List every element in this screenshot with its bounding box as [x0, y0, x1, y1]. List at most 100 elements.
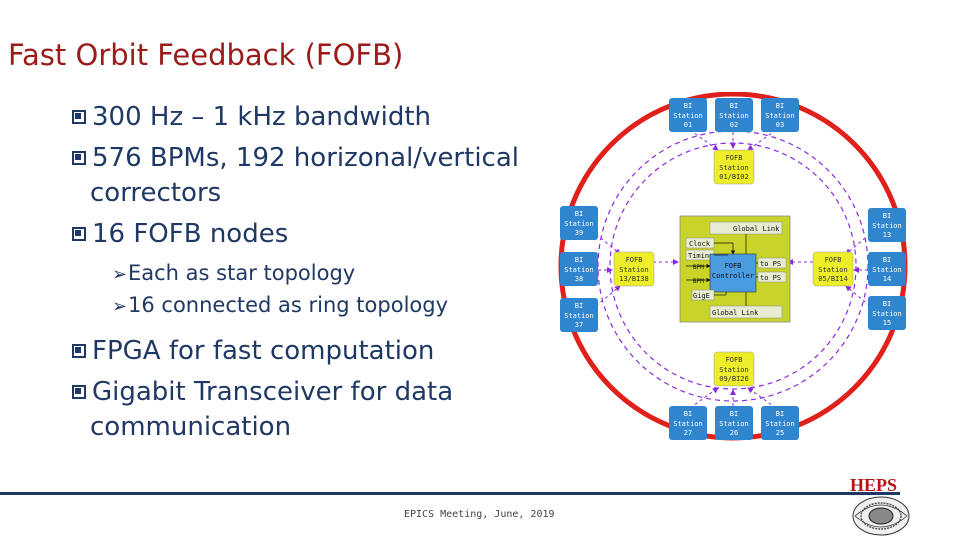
svg-text:02: 02 [730, 121, 738, 129]
arrow-bullet-icon: ➢ [112, 296, 128, 317]
bullet-text-continued: communication [90, 412, 292, 442]
svg-text:BI: BI [575, 210, 583, 218]
svg-text:BI: BI [730, 410, 738, 418]
svg-text:FOFB: FOFB [626, 256, 643, 264]
fofb-station-top: FOFB Station 01/BI02 [713, 149, 755, 185]
controller-label-1: FOFB [725, 262, 742, 270]
sub-bullet-text: 16 connected as ring topology [128, 293, 449, 317]
fofb-station-left: FOFB Station 13/BI38 [613, 251, 655, 287]
square-bullet-icon [72, 151, 86, 165]
svg-text:Station: Station [673, 420, 703, 428]
bi-station-01: BI Station 01 [669, 98, 707, 132]
sub-bullet-star: ➢Each as star topology [112, 258, 552, 290]
bullet-transceiver: Gigabit Transceiver for data communicati… [72, 375, 552, 445]
svg-text:Station: Station [564, 312, 594, 320]
square-bullet-icon [72, 344, 86, 358]
svg-text:FOFB: FOFB [825, 256, 842, 264]
bi-station-39: BI Station 39 [560, 206, 598, 240]
svg-text:27: 27 [684, 429, 692, 437]
bullet-text: 16 FOFB nodes [92, 219, 289, 249]
sub-bullet-text: Each as star topology [128, 261, 356, 285]
svg-text:BI: BI [883, 212, 891, 220]
bullet-bandwidth: 300 Hz – 1 kHz bandwidth [72, 100, 552, 135]
bullet-fpga: FPGA for fast computation [72, 334, 552, 369]
svg-text:BI: BI [684, 410, 692, 418]
gige-label: GigE [693, 292, 710, 300]
svg-text:25: 25 [776, 429, 784, 437]
global-link-top: Global Link [733, 225, 780, 233]
fofb-station-bottom: FOFB Station 09/BI26 [713, 351, 755, 387]
to-ps-label-1: to PS [760, 260, 781, 268]
svg-text:15: 15 [883, 319, 891, 327]
svg-text:Station: Station [872, 266, 902, 274]
to-ps-label-2: to PS [760, 274, 781, 282]
svg-text:Station: Station [765, 112, 795, 120]
svg-text:37: 37 [575, 321, 583, 329]
svg-text:Station: Station [673, 112, 703, 120]
fofb-ring-diagram: BI Station 01 BI Station 02 BI Station 0… [558, 92, 908, 441]
svg-text:Station: Station [619, 266, 649, 274]
bi-station-15: BI Station 15 [868, 296, 906, 330]
square-bullet-icon [72, 385, 86, 399]
footer-rule [0, 492, 900, 495]
bullet-list: 300 Hz – 1 kHz bandwidth 576 BPMs, 192 h… [72, 100, 552, 451]
clock-label: Clock [689, 240, 711, 248]
svg-text:01/BI02: 01/BI02 [719, 173, 749, 181]
svg-text:BI: BI [776, 102, 784, 110]
svg-text:Station: Station [872, 310, 902, 318]
svg-text:Station: Station [564, 220, 594, 228]
bullet-text-continued: correctors [90, 178, 222, 208]
svg-text:Station: Station [719, 420, 749, 428]
bi-station-38: BI Station 38 [560, 252, 598, 286]
svg-text:13/BI38: 13/BI38 [619, 275, 649, 283]
slide-title: Fast Orbit Feedback (FOFB) [8, 38, 404, 72]
fofb-station-right: FOFB Station 05/BI14 [812, 251, 854, 287]
sub-bullet-list: ➢Each as star topology ➢16 connected as … [112, 258, 552, 322]
svg-text:BI: BI [575, 256, 583, 264]
svg-text:Station: Station [872, 222, 902, 230]
svg-text:BI: BI [776, 410, 784, 418]
bullet-text: FPGA for fast computation [92, 336, 435, 366]
center-fofb-node: Global Link Clock Timing BPM BPM FOFB Co… [679, 215, 791, 323]
bi-station-25: BI Station 25 [761, 406, 799, 440]
svg-text:03: 03 [776, 121, 784, 129]
svg-text:13: 13 [883, 231, 891, 239]
svg-text:01: 01 [684, 121, 692, 129]
svg-text:BI: BI [575, 302, 583, 310]
heps-logo-icon [852, 496, 910, 536]
bullet-nodes: 16 FOFB nodes [72, 217, 552, 252]
svg-text:38: 38 [575, 275, 583, 283]
svg-text:09/BI26: 09/BI26 [719, 375, 749, 383]
svg-text:39: 39 [575, 229, 583, 237]
bullet-bpms: 576 BPMs, 192 horizonal/vertical correct… [72, 141, 552, 211]
svg-text:FOFB: FOFB [726, 356, 743, 364]
bi-station-13: BI Station 13 [868, 208, 906, 242]
svg-text:Station: Station [719, 112, 749, 120]
bi-station-27: BI Station 27 [669, 406, 707, 440]
bullet-text: Gigabit Transceiver for data [92, 377, 454, 407]
svg-text:BI: BI [883, 256, 891, 264]
svg-text:BI: BI [684, 102, 692, 110]
svg-text:05/BI14: 05/BI14 [818, 275, 848, 283]
timing-label: Timing [688, 252, 713, 260]
svg-text:BI: BI [883, 300, 891, 308]
svg-text:Station: Station [719, 366, 749, 374]
svg-text:14: 14 [883, 275, 891, 283]
svg-text:Station: Station [818, 266, 848, 274]
bullet-text: 576 BPMs, 192 horizonal/vertical [92, 143, 519, 173]
bullet-text: 300 Hz – 1 kHz bandwidth [92, 102, 432, 132]
dashed-links [595, 129, 871, 409]
bi-station-14: BI Station 14 [868, 252, 906, 286]
arrow-bullet-icon: ➢ [112, 264, 128, 285]
svg-text:Station: Station [719, 164, 749, 172]
svg-text:FOFB: FOFB [726, 154, 743, 162]
bi-station-02: BI Station 02 [715, 98, 753, 132]
svg-text:BI: BI [730, 102, 738, 110]
heps-logo-text: HEPS [850, 475, 898, 495]
bi-station-37: BI Station 37 [560, 298, 598, 332]
bpm-label-1: BPM [693, 264, 704, 271]
footer-text: EPICS Meeting, June, 2019 [404, 509, 555, 520]
bi-station-26: BI Station 26 [715, 406, 753, 440]
svg-text:26: 26 [730, 429, 738, 437]
bpm-label-2: BPM [693, 278, 704, 285]
